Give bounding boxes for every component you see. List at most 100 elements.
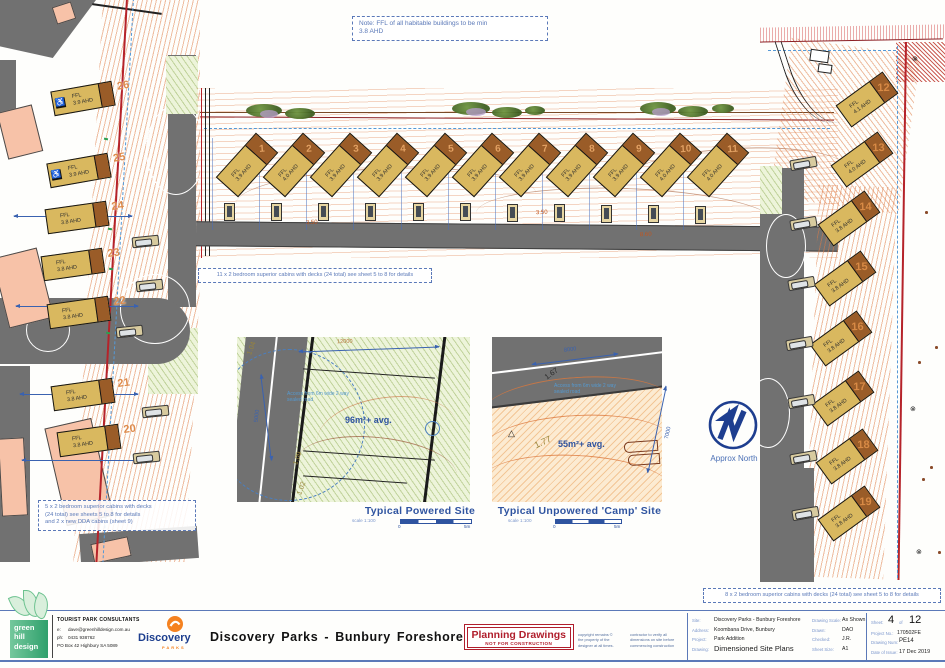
survey-marker-icon: ⊗	[916, 549, 922, 556]
verge-area	[166, 56, 198, 114]
titleblock-top-rule	[0, 610, 945, 612]
structure-outline	[817, 63, 833, 74]
north-arrow-icon	[706, 398, 760, 452]
tree	[466, 108, 486, 116]
divider	[52, 615, 53, 658]
project-label: Project:	[692, 637, 707, 642]
cabin-number: 26	[116, 78, 131, 93]
discovery-logo-name: Discovery	[138, 632, 191, 644]
site-door	[648, 205, 659, 223]
cabin-number: 1	[258, 143, 265, 155]
survey-tick	[105, 331, 111, 335]
sheet-label: Sheet:	[871, 620, 884, 625]
cabin-number: 21	[116, 376, 131, 391]
cabin-number: 8	[588, 143, 595, 155]
cabin-deck	[94, 296, 111, 322]
cabin-number: 23	[106, 246, 121, 261]
site-value: Discovery Parks - Bunbury Foreshore	[714, 617, 801, 623]
setback-line	[768, 50, 896, 51]
cabin-deck	[97, 81, 115, 107]
site-door	[460, 203, 471, 221]
tree	[712, 104, 734, 113]
site-door	[695, 206, 706, 224]
road-area	[760, 468, 814, 582]
drawn-label: Drawn:	[812, 628, 826, 633]
access-note: Access from 6m wide 2 way sealed road	[287, 391, 349, 404]
address-value: Koombana Drive, Bunbury	[714, 627, 775, 633]
sheet-total: 12	[909, 614, 922, 626]
copyright-note: copyright remains © the property of the …	[578, 632, 614, 648]
email-value: dave@greenhilldesign.com.au	[68, 627, 130, 632]
scale-value: As Shown	[842, 617, 866, 623]
size-value: A1	[842, 646, 849, 652]
fence-line	[209, 88, 211, 256]
site-door	[365, 203, 376, 221]
consultant-heading: TOURIST PARK CONSULTANTS	[57, 617, 140, 623]
north-arrow-label: Approx North	[710, 454, 758, 463]
site-door	[271, 203, 282, 221]
dimension-line	[212, 138, 213, 230]
tree	[260, 110, 278, 118]
dimension-line	[495, 138, 496, 230]
drawing-value: Dimensioned Site Plans	[714, 644, 794, 653]
cabin-number: 17	[853, 380, 866, 393]
projno-value: 170502FE	[897, 630, 921, 636]
disclaimer-note: contractor to verify all dimensions on s…	[630, 632, 675, 648]
site-area-label: 96m²+ avg.	[345, 415, 392, 425]
vegetation-dot	[938, 551, 941, 554]
cabin-number: 24	[110, 199, 125, 214]
date-label: Date of Issue:	[871, 650, 898, 655]
checked-value: J.R.	[842, 636, 852, 642]
survey-marker-icon: ⊗	[912, 56, 918, 63]
cabin-number: 15	[855, 260, 868, 273]
setback-line	[897, 46, 898, 578]
site-area-label: 55m²+ avg.	[558, 439, 605, 449]
service-point	[425, 421, 440, 436]
dwgno-label: Drawing Num:	[871, 640, 899, 645]
contour-label: 3.50	[305, 219, 318, 227]
cabin-deck	[88, 248, 105, 274]
planning-stamp: Planning Drawings NOT FOR CONSTRUCTION	[464, 624, 574, 650]
vegetation-dot	[935, 346, 938, 349]
contour-label: 3.50	[535, 209, 548, 217]
cabin-number: 5	[447, 143, 454, 155]
dimension-line	[259, 138, 260, 230]
scale-bar-start: 0	[398, 524, 401, 529]
cabin-number: 6	[494, 143, 501, 155]
titleblock-bottom-rule	[0, 660, 945, 662]
divider	[866, 613, 867, 660]
survey-tick	[107, 227, 113, 231]
tree	[652, 108, 670, 116]
road-marking	[760, 378, 790, 448]
survey-marker-icon: △	[508, 428, 515, 438]
cabin-deck	[93, 153, 111, 179]
scale-bar-start: 0	[553, 524, 556, 529]
size-label: Sheet Size:	[812, 647, 834, 652]
scale-bar-end: 5m	[614, 524, 621, 529]
cabin-number: 20	[122, 422, 137, 437]
cabin-deck	[104, 424, 121, 450]
structure-outline	[809, 48, 830, 64]
address-value: PO Box 42 Highbury SA 5089	[57, 643, 118, 648]
survey-marker-icon: ⊗	[910, 406, 916, 413]
discovery-logo-icon	[166, 615, 184, 633]
dimension-line	[21, 458, 143, 462]
dimension-line	[636, 138, 637, 230]
vegetation-dot	[930, 466, 933, 469]
tree	[492, 107, 522, 118]
site-door	[413, 203, 424, 221]
cabin-number: 25	[112, 150, 127, 165]
